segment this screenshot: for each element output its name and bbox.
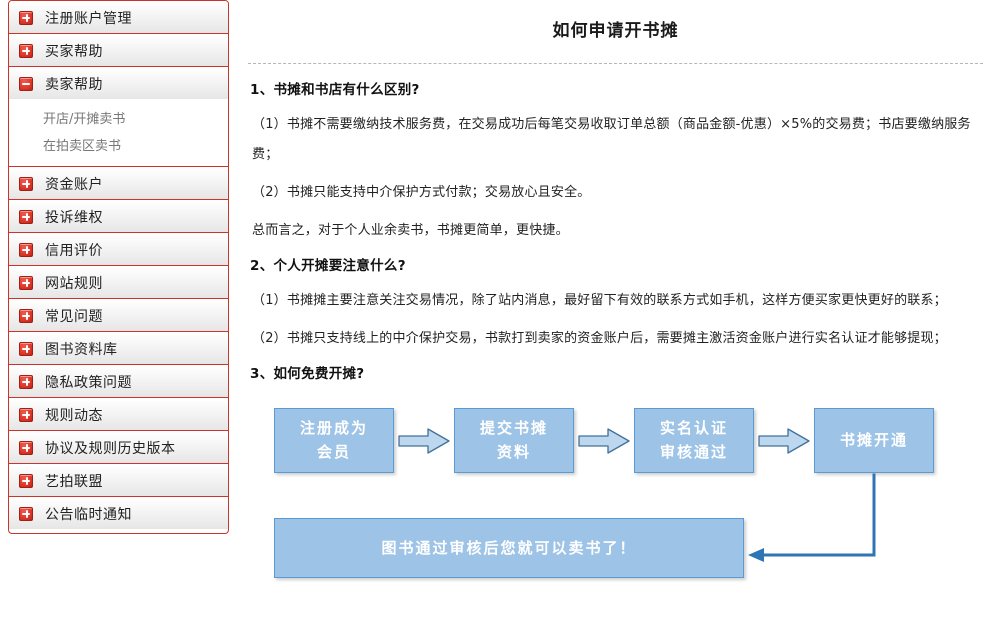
- section-paragraph: （1）书摊摊主要注意关注交易情况，除了站内消息，最好留下有效的联系方式如手机，这…: [252, 292, 947, 308]
- plus-icon[interactable]: [19, 43, 33, 58]
- plus-icon[interactable]: [19, 308, 33, 323]
- plus-icon[interactable]: [19, 374, 33, 389]
- sidebar-group: 图书资料库: [9, 332, 228, 365]
- sidebar-group: 资金账户: [9, 167, 228, 200]
- sidebar-item-4[interactable]: 投诉维权: [9, 200, 228, 232]
- flow-box-label: 注册成为会员: [299, 419, 368, 462]
- flow-step-4: 书摊开通: [814, 407, 934, 473]
- plus-icon[interactable]: [19, 10, 33, 25]
- flow-connector-elbow: [748, 473, 876, 562]
- sidebar-group: 投诉维权: [9, 200, 228, 233]
- sidebar-group: 买家帮助: [9, 34, 228, 67]
- plus-icon[interactable]: [19, 242, 33, 257]
- sidebar-subitem-list: 开店/开摊卖书在拍卖区卖书: [9, 99, 228, 166]
- section-heading: 3、如何免费开摊?: [250, 365, 365, 382]
- plus-icon[interactable]: [19, 209, 33, 224]
- plus-icon[interactable]: [19, 341, 33, 356]
- flow-step-1: 注册成为会员: [274, 407, 394, 473]
- sidebar-item-label: 常见问题: [45, 308, 103, 325]
- sidebar-item-label: 协议及规则历史版本: [45, 440, 176, 457]
- sidebar-group: 公告临时通知: [9, 497, 228, 529]
- section-paragraph: 总而言之，对于个人业余卖书，书摊更简单，更快捷。: [252, 222, 569, 238]
- sidebar-item-0[interactable]: 注册账户管理: [9, 1, 228, 33]
- flow-result-box: 图书通过审核后您就可以卖书了！: [274, 517, 744, 578]
- plus-icon[interactable]: [19, 275, 33, 290]
- open-stall-flowchart: 注册成为会员 提交书摊资料 实名认证审核通过 书摊开通 图书通过审核后您就可以卖…: [248, 396, 991, 626]
- sidebar-group: 规则动态: [9, 398, 228, 431]
- sidebar-item-label: 隐私政策问题: [45, 374, 132, 391]
- sidebar-item-label: 图书资料库: [45, 341, 118, 358]
- section-heading: 1、书摊和书店有什么区别?: [250, 81, 420, 98]
- title-divider: [248, 62, 983, 64]
- flow-arrow-2-to-3: [578, 428, 630, 454]
- article-body: 1、书摊和书店有什么区别? （1）书摊不需要缴纳技术服务费，在交易成功后每笔交易收…: [248, 78, 983, 382]
- flow-arrow-3-to-4: [758, 428, 810, 454]
- sidebar-group: 信用评价: [9, 233, 228, 266]
- flow-step-3: 实名认证审核通过: [634, 407, 754, 473]
- section-paragraph: （2）书摊只支持线上的中介保护交易，书款打到卖家的资金账户后，需要摊主激活资金账…: [252, 330, 947, 346]
- plus-icon[interactable]: [19, 473, 33, 488]
- sidebar-item-label: 信用评价: [45, 242, 103, 259]
- sidebar-subitem-2-0[interactable]: 开店/开摊卖书: [43, 112, 126, 127]
- sidebar-group: 注册账户管理: [9, 1, 228, 34]
- flow-box-label: 提交书摊资料: [479, 419, 548, 462]
- page-title: 如何申请开书摊: [552, 21, 679, 42]
- sidebar-group: 常见问题: [9, 299, 228, 332]
- plus-icon[interactable]: [19, 176, 33, 191]
- sidebar-item-5[interactable]: 信用评价: [9, 233, 228, 265]
- sidebar-item-2[interactable]: 卖家帮助: [9, 67, 228, 99]
- plus-icon[interactable]: [19, 440, 33, 455]
- section-paragraph: （1）书摊不需要缴纳技术服务费，在交易成功后每笔交易收取订单总额（商品金额-优惠…: [252, 116, 971, 162]
- sidebar-item-1[interactable]: 买家帮助: [9, 34, 228, 66]
- sidebar-item-13[interactable]: 公告临时通知: [9, 497, 228, 529]
- plus-icon[interactable]: [19, 407, 33, 422]
- flow-box-label: 图书通过审核后您就可以卖书了！: [381, 538, 637, 557]
- sidebar-item-label: 注册账户管理: [45, 10, 132, 27]
- sidebar-item-7[interactable]: 常见问题: [9, 299, 228, 331]
- sidebar-item-label: 规则动态: [45, 407, 103, 424]
- sidebar-item-9[interactable]: 隐私政策问题: [9, 365, 228, 397]
- flow-arrow-1-to-2: [398, 428, 450, 454]
- sidebar-item-10[interactable]: 规则动态: [9, 398, 228, 430]
- sidebar-item-8[interactable]: 图书资料库: [9, 332, 228, 364]
- flow-step-2: 提交书摊资料: [454, 407, 574, 473]
- sidebar-group: 隐私政策问题: [9, 365, 228, 398]
- sidebar-group: 网站规则: [9, 266, 228, 299]
- sidebar-item-3[interactable]: 资金账户: [9, 167, 228, 199]
- minus-icon[interactable]: [19, 76, 33, 91]
- sidebar-item-12[interactable]: 艺拍联盟: [9, 464, 228, 496]
- sidebar-item-label: 卖家帮助: [45, 76, 103, 93]
- main-content: 如何申请开书摊 1、书摊和书店有什么区别? （1）书摊不需要缴纳技术服务费，在交易…: [240, 0, 991, 643]
- sidebar-item-label: 买家帮助: [45, 43, 103, 60]
- flow-box-label: 实名认证审核通过: [659, 419, 728, 462]
- plus-icon[interactable]: [19, 506, 33, 521]
- help-category-sidebar: 注册账户管理买家帮助卖家帮助开店/开摊卖书在拍卖区卖书资金账户投诉维权信用评价网…: [8, 0, 229, 534]
- sidebar-item-11[interactable]: 协议及规则历史版本: [9, 431, 228, 463]
- section-heading: 2、个人开摊要注意什么?: [250, 257, 406, 274]
- sidebar-group: 协议及规则历史版本: [9, 431, 228, 464]
- sidebar-item-label: 艺拍联盟: [45, 473, 103, 490]
- sidebar-group: 艺拍联盟: [9, 464, 228, 497]
- sidebar-item-label: 公告临时通知: [45, 506, 132, 523]
- sidebar-item-6[interactable]: 网站规则: [9, 266, 228, 298]
- sidebar-subitem-2-1[interactable]: 在拍卖区卖书: [43, 139, 122, 154]
- flow-box-label: 书摊开通: [839, 431, 908, 450]
- section-paragraph: （2）书摊只能支持中介保护方式付款；交易放心且安全。: [252, 184, 591, 200]
- sidebar-item-label: 资金账户: [45, 176, 103, 193]
- sidebar-item-label: 投诉维权: [45, 209, 103, 226]
- sidebar-item-label: 网站规则: [45, 275, 103, 292]
- sidebar-group: 卖家帮助开店/开摊卖书在拍卖区卖书: [9, 67, 228, 167]
